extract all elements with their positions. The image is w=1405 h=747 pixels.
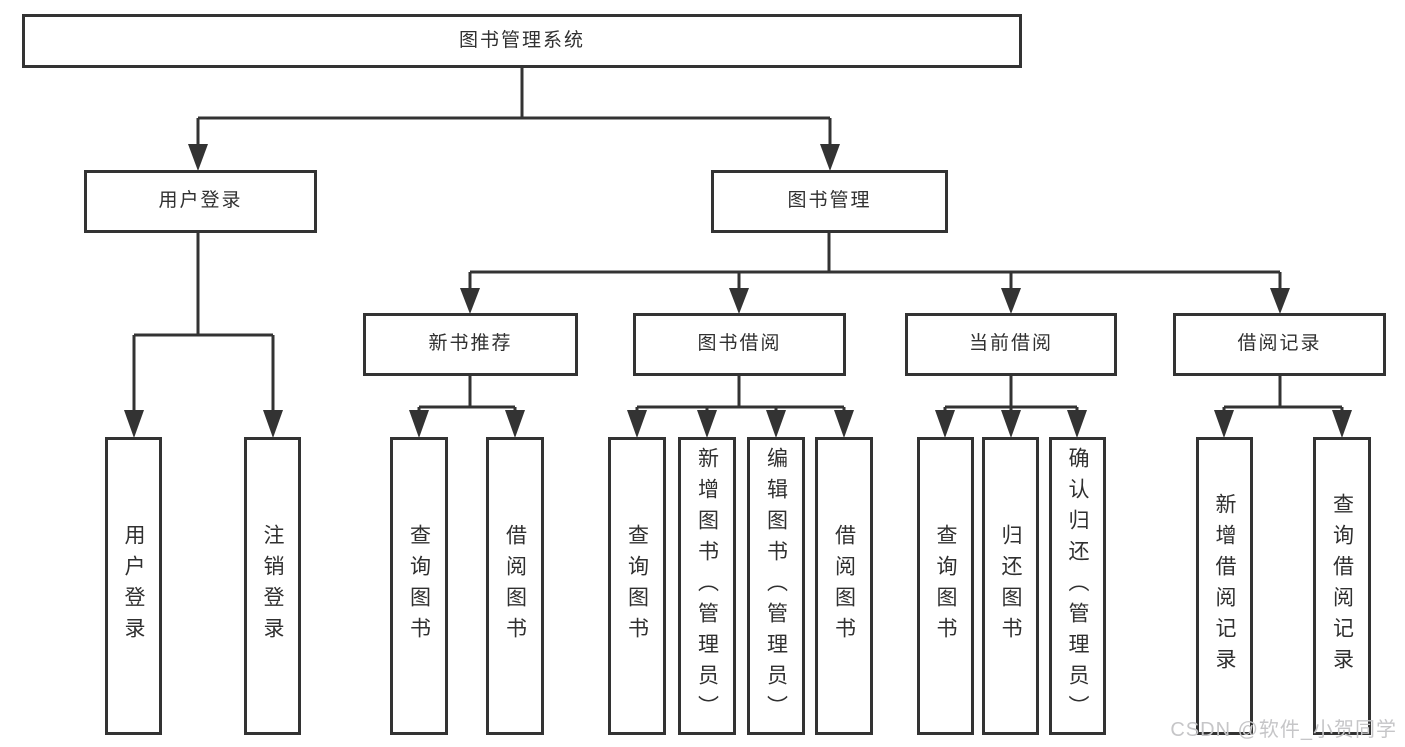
arrowheads-borrow-records-leaves xyxy=(1214,410,1352,438)
node-new-book-recommend: 新书推荐 xyxy=(363,313,578,376)
node-root: 图书管理系统 xyxy=(22,14,1022,68)
arrowheads-book-borrow-leaves xyxy=(627,410,854,438)
arrowheads-current-borrow-leaves xyxy=(935,410,1087,438)
node-current-borrow: 当前借阅 xyxy=(905,313,1117,376)
leaf-confirm-return-admin: 确认归还（管理员） xyxy=(1049,437,1106,735)
node-user-login: 用户登录 xyxy=(84,170,317,233)
connector-root-to-level2 xyxy=(196,68,832,152)
arrowheads-root-to-level2 xyxy=(188,144,840,171)
connector-user-login-to-leaves xyxy=(132,233,275,418)
connector-new-book-to-leaves xyxy=(417,376,517,418)
arrowheads-level3 xyxy=(460,288,1290,314)
arrowheads-new-book-leaves xyxy=(409,410,525,438)
leaf-query-books-recommend: 查询图书 xyxy=(390,437,448,735)
leaf-logout-login: 注销登录 xyxy=(244,437,301,735)
node-book-borrow: 图书借阅 xyxy=(633,313,846,376)
connector-book-borrow-to-leaves xyxy=(635,376,846,418)
node-borrow-records: 借阅记录 xyxy=(1173,313,1386,376)
leaf-query-books-current: 查询图书 xyxy=(917,437,974,735)
connector-borrow-records-to-leaves xyxy=(1222,376,1344,418)
connector-book-management-to-level3 xyxy=(468,233,1282,294)
leaf-query-borrow-record: 查询借阅记录 xyxy=(1313,437,1371,735)
leaf-add-book-admin: 新增图书（管理员） xyxy=(678,437,736,735)
leaf-query-books-borrow: 查询图书 xyxy=(608,437,666,735)
leaf-user-login: 用户登录 xyxy=(105,437,162,735)
leaf-edit-book-admin: 编辑图书（管理员） xyxy=(747,437,805,735)
watermark: CSDN @软件_小贺同学 xyxy=(1170,719,1397,741)
leaf-add-borrow-record: 新增借阅记录 xyxy=(1196,437,1253,735)
leaf-borrow-books-borrow: 借阅图书 xyxy=(815,437,873,735)
leaf-return-books: 归还图书 xyxy=(982,437,1039,735)
node-book-management: 图书管理 xyxy=(711,170,948,233)
arrowheads-user-login-leaves xyxy=(124,410,283,438)
leaf-borrow-books-recommend: 借阅图书 xyxy=(486,437,544,735)
